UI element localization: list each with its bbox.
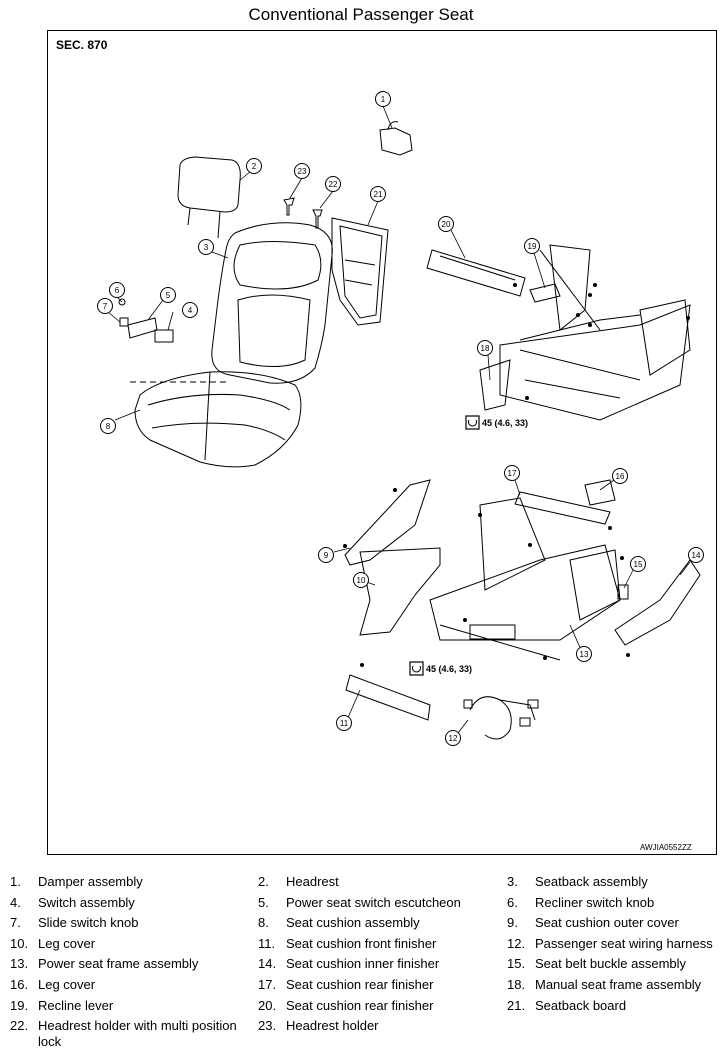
- legend-item: 13.Power seat frame assembly: [10, 956, 199, 972]
- callout-1: [375, 91, 391, 107]
- callout-4: [182, 302, 198, 318]
- callout-20: [438, 216, 454, 232]
- callout-2: [246, 158, 262, 174]
- callout-10-label: 10: [357, 576, 366, 585]
- callout-13-label: 13: [580, 650, 589, 659]
- callout-9: [318, 547, 334, 563]
- legend-item: 19.Recline lever: [10, 997, 114, 1013]
- legend-item: 18.Manual seat frame assembly: [507, 976, 702, 992]
- callout-1-label: 1: [381, 95, 386, 104]
- legend-column-3: 3.Seatback assembly 6.Recliner switch kn…: [507, 872, 722, 1016]
- callout-16: [612, 468, 628, 484]
- callout-12-label: 12: [449, 734, 458, 743]
- callout-19-label: 19: [528, 242, 537, 251]
- legend-item: 17.Seat cushion rear finisher: [258, 976, 434, 992]
- legend-column-2: 2.Headrest 5.Power seat switch escutcheo…: [258, 872, 503, 1037]
- legend-column-1: 1.Damper assembly 4.Switch assembly 7.Sl…: [10, 872, 255, 1050]
- callout-10: [353, 572, 369, 588]
- section-label: SEC. 870: [56, 38, 108, 52]
- callout-11: [336, 715, 352, 731]
- diagram-title: Conventional Passenger Seat: [248, 5, 474, 24]
- callout-16-label: 16: [616, 472, 625, 481]
- legend-item: 9.Seat cushion outer cover: [507, 915, 679, 931]
- legend-item: 6.Recliner switch knob: [507, 894, 655, 910]
- manual-seat-frame-shape: [499, 304, 691, 421]
- callout-14: [688, 547, 704, 563]
- legend-item: 22.Headrest holder with multi position l…: [10, 1018, 237, 1050]
- callout-7-label: 7: [103, 302, 108, 311]
- torque-value-lower: 45 (4.6, 33): [426, 664, 472, 674]
- callout-8-label: 8: [106, 422, 111, 431]
- legend-item: 21.Seatback board: [507, 997, 627, 1013]
- headrest-shape: [177, 156, 241, 213]
- callout-8: [100, 418, 116, 434]
- torque-value-upper: 45 (4.6, 33): [482, 418, 528, 428]
- seatback-shape: [211, 222, 333, 384]
- callout-15: [630, 556, 646, 572]
- callout-3-label: 3: [204, 243, 209, 252]
- callout-5: [160, 287, 176, 303]
- legend-item: 5.Power seat switch escutcheon: [258, 894, 461, 910]
- callout-7: [97, 298, 113, 314]
- power-seat-frame-shape: [429, 544, 621, 641]
- legend-item: 12.Passenger seat wiring harness: [507, 935, 713, 951]
- callout-13: [576, 646, 592, 662]
- callout-2-label: 2: [252, 162, 257, 171]
- callout-19: [524, 238, 540, 254]
- callout-14-label: 14: [692, 551, 701, 560]
- callout-18: [477, 340, 493, 356]
- callout-9-label: 9: [324, 551, 329, 560]
- figure-id: AWJIA0552ZZ: [640, 843, 692, 852]
- callout-21: [370, 186, 386, 202]
- legend-item: 11.Seat cushion front finisher: [258, 935, 437, 951]
- callout-11-label: 11: [340, 719, 349, 728]
- legend-item: 1.Damper assembly: [10, 874, 143, 889]
- callout-23: [294, 163, 310, 179]
- callout-18-label: 18: [481, 344, 490, 353]
- legend-item: 14.Seat cushion inner finisher: [258, 956, 440, 972]
- callout-12: [445, 730, 461, 746]
- legend-item: 8.Seat cushion assembly: [258, 915, 420, 931]
- legend-item: 16.Leg cover: [10, 976, 96, 992]
- callout-23-label: 23: [298, 167, 307, 176]
- callout-4-label: 4: [188, 306, 193, 315]
- callout-15-label: 15: [634, 560, 643, 569]
- legend-item: 15.Seat belt buckle assembly: [507, 956, 687, 972]
- callout-22: [325, 176, 341, 192]
- exploded-view-illustration: 1 2 3 4 5 6 7 8 9 10 11 12 13 14 15 16 1…: [97, 91, 704, 746]
- torque-icon: [409, 415, 480, 676]
- seat-cushion-shape: [134, 371, 302, 468]
- legend-item: 3.Seatback assembly: [507, 874, 648, 889]
- legend-item: 2.Headrest: [258, 874, 339, 889]
- legend-item: 23.Headrest holder: [258, 1018, 379, 1034]
- callout-6-label: 6: [115, 286, 120, 295]
- legend-item: 20.Seat cushion rear finisher: [258, 997, 434, 1013]
- callout-5-label: 5: [166, 291, 171, 300]
- callout-21-label: 21: [374, 190, 383, 199]
- callout-17-label: 17: [508, 469, 517, 478]
- callout-3: [198, 239, 214, 255]
- callout-6: [109, 282, 125, 298]
- callout-20-label: 20: [442, 220, 451, 229]
- diagram-frame: [47, 30, 717, 855]
- callout-17: [504, 465, 520, 481]
- legend-item: 10.Leg cover: [10, 935, 96, 951]
- legend-item: 7.Slide switch knob: [10, 915, 139, 931]
- legend-item: 4.Switch assembly: [10, 894, 135, 910]
- callout-22-label: 22: [329, 180, 338, 189]
